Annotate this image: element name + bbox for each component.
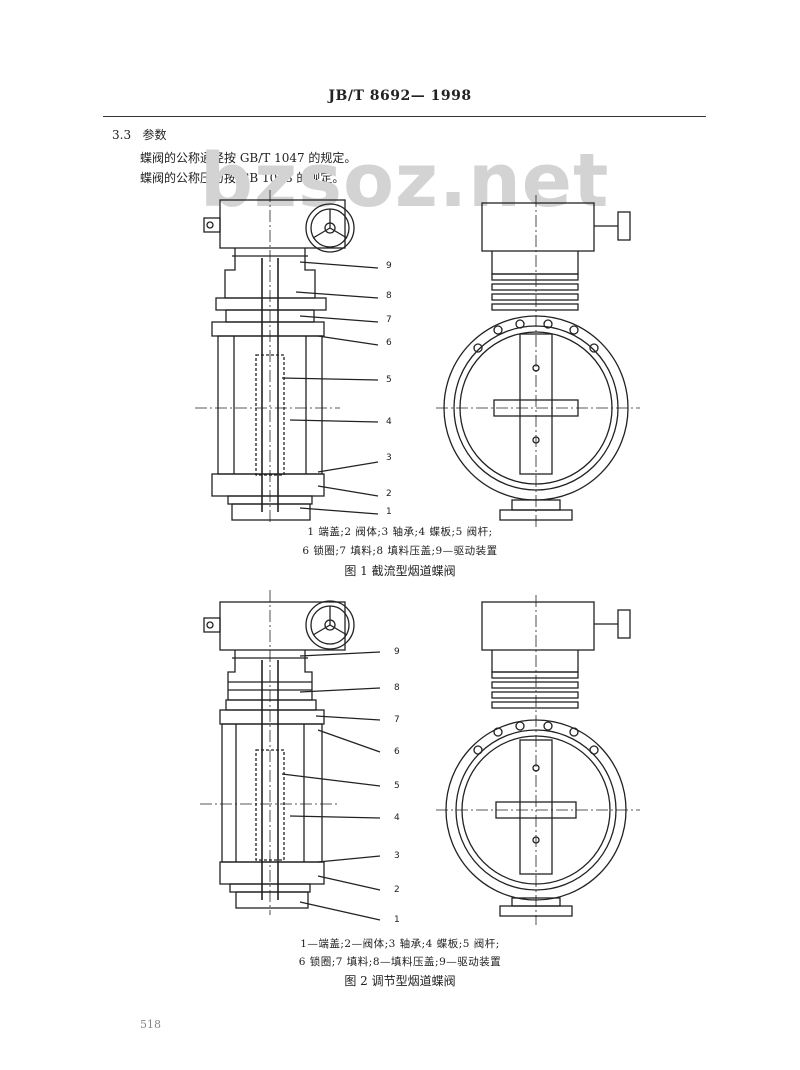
fig2-label-3: 3 [394,851,400,861]
fig2-label-2: 2 [394,885,400,895]
paragraph-nominal-diameter: 蝶阀的公称通径按 GB/T 1047 的规定。 [140,151,357,165]
page-number: 518 [140,1018,161,1031]
disc-plate [519,333,553,475]
document-header-code: JB/T 8692— 1998 [328,88,472,104]
fig2-legend-line1: 1—端盖;2—阀体;3 轴承;4 蝶板;5 阀杆; [300,938,500,950]
section-number: 3.3 [112,128,132,142]
fig2-title: 图 2 调节型烟道蝶阀 [344,974,456,988]
fig2-label-6: 6 [394,747,400,757]
figure-1-drawing: 9 8 7 6 5 4 3 2 1 [195,190,640,530]
fig1-label-7: 7 [386,315,392,325]
fig1-label-4: 4 [386,417,392,427]
fig2-label-5: 5 [394,781,400,791]
fig1-title: 图 1 截流型烟道蝶阀 [344,564,456,578]
section-title: 参数 [142,128,167,142]
paragraph-nominal-pressure: 蝶阀的公称压力按 GB 1048 的规定。 [140,171,345,185]
fig2-legend-line2: 6 锁圈;7 填料;8—填料压盖;9—驱动装置 [298,956,502,968]
handwheel-2 [305,600,355,650]
fig1-label-3: 3 [386,453,392,463]
fig2-label-7: 7 [394,715,400,725]
fig2-label-1: 1 [394,915,400,925]
fig2-label-9: 9 [394,647,400,657]
fig1-label-6: 6 [386,338,392,348]
fig1-legend-line1: 1 端盖;2 阀体;3 轴承;4 蝶板;5 阀杆; [307,526,493,538]
fig2-label-4: 4 [394,813,400,823]
fig1-legend-line2: 6 锁圈;7 填料;8 填料压盖;9—驱动装置 [302,545,498,557]
fig1-label-5: 5 [386,375,392,385]
fig1-label-8: 8 [386,291,392,301]
fig1-label-9: 9 [386,261,392,271]
header-rule [103,116,706,117]
figure-2-drawing: 9 8 7 6 5 4 3 2 1 [200,590,640,925]
fig2-label-8: 8 [394,683,400,693]
fig1-label-1: 1 [386,507,392,517]
end-cover [231,503,311,521]
watermark: bzsoz.net [200,138,610,224]
handwheel [305,203,355,253]
figure-2: 9 8 7 6 5 4 3 2 1 1—端盖;2—阀体;3 轴承;4 蝶板;5 … [0,390,800,990]
fig1-label-2: 2 [386,489,392,499]
valve-body-2 [221,723,323,863]
section-heading: 3.3 参数 [112,126,167,143]
